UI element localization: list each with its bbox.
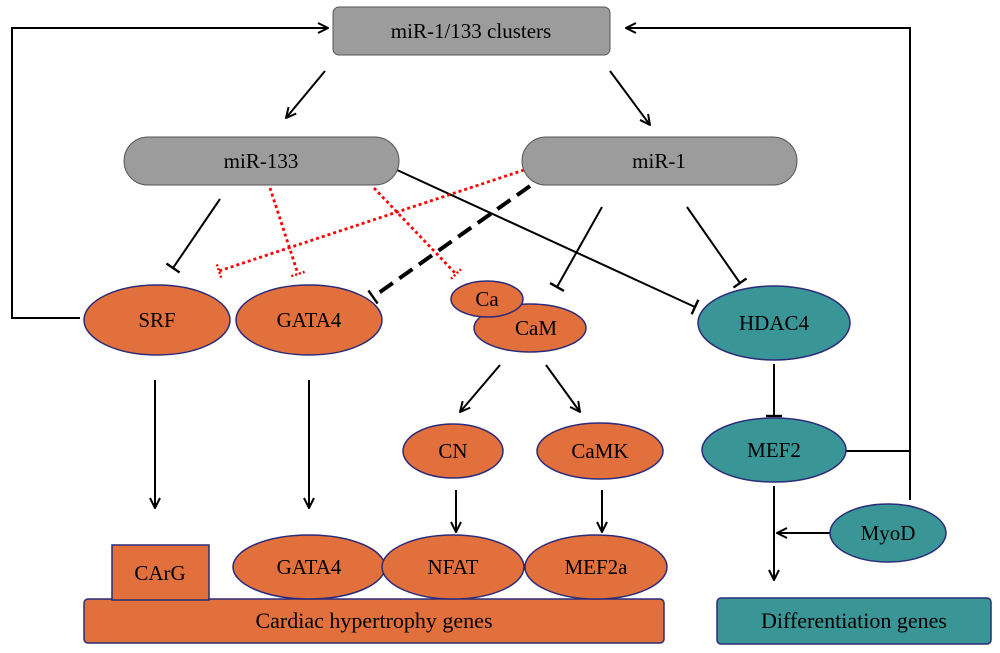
- arrow-clusters-to-mir1: [609, 70, 650, 125]
- feedback-srf-to-clusters: [11, 28, 328, 319]
- node-mir1-label: miR-1: [632, 149, 686, 173]
- node-diff-genes: Differentiation genes: [716, 597, 992, 645]
- node-myod: MyoD: [829, 503, 947, 563]
- node-mir-clusters-label: miR-1/133 clusters: [391, 19, 551, 43]
- dotted-inhibitions: [215, 168, 525, 280]
- node-gata4-label: GATA4: [277, 308, 342, 332]
- node-ca: Ca: [450, 280, 524, 318]
- feedback-mef2-to-clusters: [626, 28, 911, 452]
- inhibit-mir133-srf: [165, 198, 221, 274]
- node-srf-label: SRF: [138, 308, 175, 332]
- node-srf: SRF: [83, 284, 231, 356]
- connectors: [11, 28, 911, 580]
- node-hdac4: HDAC4: [697, 285, 851, 361]
- node-mef2a-label: MEF2a: [565, 555, 629, 579]
- node-cam-label: CaM: [515, 316, 557, 340]
- node-diff-genes-label: Differentiation genes: [761, 608, 947, 633]
- node-gata4-target: GATA4: [232, 534, 386, 600]
- node-ca-label: Ca: [475, 287, 499, 311]
- node-mef2-label: MEF2: [747, 438, 801, 462]
- arrow-cam-to-camk: [545, 364, 580, 412]
- node-mir1: miR-1: [521, 136, 798, 186]
- dotted-inhibit-mir133-to-gata4: [268, 187, 306, 278]
- node-mir-clusters: miR-1/133 clusters: [332, 6, 611, 56]
- node-cn-label: CN: [438, 439, 467, 463]
- node-carg-label: CArG: [134, 561, 185, 585]
- node-nfat-label: NFAT: [428, 555, 479, 579]
- inhibit-mir1-cam: [549, 206, 603, 292]
- node-hdac4-label: HDAC4: [739, 311, 810, 335]
- inhibit-mir1-gata4-dashed: [367, 184, 532, 305]
- inhibit-mir1-hdac4: [686, 206, 748, 289]
- node-myod-label: MyoD: [861, 521, 916, 545]
- node-mir133: miR-133: [123, 136, 400, 186]
- node-camk-label: CaMK: [571, 439, 628, 463]
- node-nfat: NFAT: [381, 534, 525, 600]
- node-cardiac-genes-label: Cardiac hypertrophy genes: [255, 608, 492, 633]
- node-mef2a: MEF2a: [524, 534, 668, 600]
- node-camk: CaMK: [536, 422, 664, 480]
- node-gata4-target-label: GATA4: [277, 555, 342, 579]
- node-gata4: GATA4: [235, 284, 383, 356]
- dotted-inhibit-mir133-to-ca: [372, 187, 462, 280]
- node-mir133-label: miR-133: [224, 149, 299, 173]
- arrow-clusters-to-mir133: [286, 70, 326, 118]
- arrow-cam-to-cn: [460, 364, 501, 412]
- node-cn: CN: [402, 423, 504, 479]
- node-mef2: MEF2: [701, 417, 847, 483]
- node-cardiac-genes: Cardiac hypertrophy genes: [83, 598, 665, 644]
- inhibit-mir133-hdac4: [396, 169, 700, 315]
- node-carg: CArG: [111, 544, 210, 601]
